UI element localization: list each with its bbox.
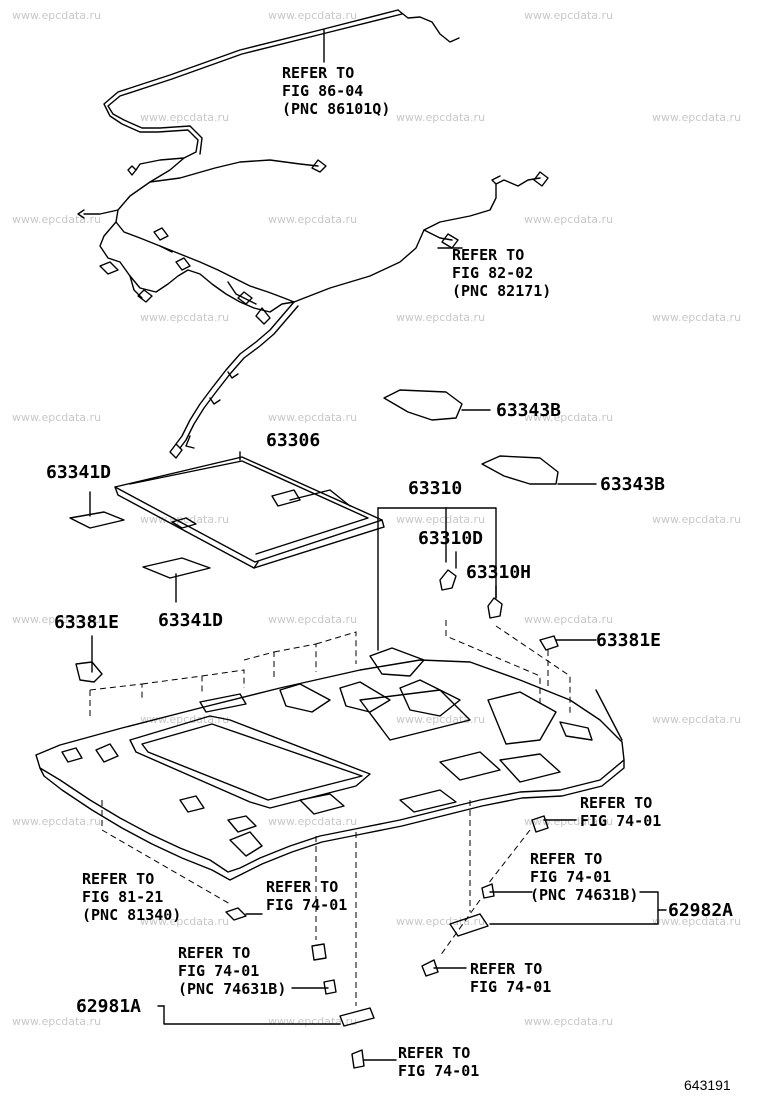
pad-63343b-upper [383,389,463,421]
clip-left-74631b [323,979,337,995]
part-label-62981a: 62981A [76,996,142,1017]
callout-refer-82-02: REFER TO FIG 82-02 (PNC 82171) [452,246,552,300]
watermark: www.epcdata.ru [396,111,486,124]
callout-refer-86-04: REFER TO FIG 86-04 (PNC 86101Q) [282,64,391,118]
part-label-63310h: 63310H [466,562,532,583]
screw-bottom [351,1049,365,1069]
part-label-63381e-left: 63381E [54,612,120,633]
clip-left-upper [311,943,327,961]
watermark: www.epcdata.ru [268,613,358,626]
part-label-63343b-upper: 63343B [496,400,562,421]
part-label-62982a: 62982A [668,900,734,921]
clip-right-74631b [481,883,495,899]
watermark: www.epcdata.ru [140,915,230,928]
sunroof-shade-assembly [114,456,385,569]
watermark: www.epcdata.ru [396,915,486,928]
clip-right-upper [531,815,549,833]
watermark: www.epcdata.ru [268,9,358,22]
watermark: www.epcdata.ru [12,815,102,828]
watermark: www.epcdata.ru [396,513,486,526]
callout-refer-74-01-pnc-left: REFER TO FIG 74-01 (PNC 74631B) [178,944,287,998]
callout-refer-74-01-mid: REFER TO FIG 74-01 [266,878,348,914]
watermark: www.epcdata.ru [524,815,614,828]
watermark: www.epcdata.ru [12,613,102,626]
watermark: www.epcdata.ru [12,9,102,22]
watermark: www.epcdata.ru [524,213,614,226]
callout-refer-74-01-top-right: REFER TO FIG 74-01 [580,794,662,830]
callout-refer-81-21: REFER TO FIG 81-21 (PNC 81340) [82,870,182,924]
screw-right-lower [421,959,439,977]
connector-81340 [225,907,247,921]
watermark: www.epcdata.ru [268,815,358,828]
watermark: www.epcdata.ru [524,613,614,626]
clip-63381e-right [539,635,559,651]
part-label-63343b-lower: 63343B [600,474,666,495]
callout-refer-74-01-pnc-right: REFER TO FIG 74-01 (PNC 74631B) [530,850,639,904]
sunvisor-holder-62981a [339,1007,375,1027]
part-label-63341d-left: 63341D [46,462,112,483]
part-label-63306: 63306 [266,430,321,451]
sunvisor-holder-62982a [449,913,489,937]
figure-number: 643191 [684,1077,731,1093]
watermark: www.epcdata.ru [524,1015,614,1028]
watermark: www.epcdata.ru [652,915,742,928]
watermark: www.epcdata.ru [268,411,358,424]
watermark: www.epcdata.ru [12,411,102,424]
watermark: www.epcdata.ru [140,713,230,726]
pad-63343b-lower [481,455,559,485]
callout-refer-74-01-bottom: REFER TO FIG 74-01 [398,1044,480,1080]
watermark: www.epcdata.ru [140,111,230,124]
watermark: www.epcdata.ru [268,1015,358,1028]
part-label-63310d: 63310D [418,528,484,549]
part-label-63310: 63310 [408,478,463,499]
pad-63341d-bottom [142,557,211,579]
watermark: www.epcdata.ru [652,311,742,324]
roof-wire-harness [77,9,549,459]
watermark: www.epcdata.ru [652,513,742,526]
part-label-63341d-bottom: 63341D [158,610,224,631]
headliner-panel [35,647,625,881]
watermark: www.epcdata.ru [268,213,358,226]
clip-63381e-left [75,661,103,683]
watermark: www.epcdata.ru [140,513,230,526]
watermark: www.epcdata.ru [524,411,614,424]
watermark: www.epcdata.ru [140,311,230,324]
watermark: www.epcdata.ru [652,111,742,124]
watermark: www.epcdata.ru [396,713,486,726]
clip-63310d [439,569,457,591]
callout-refer-74-01-lower-right: REFER TO FIG 74-01 [470,960,552,996]
watermark: www.epcdata.ru [524,9,614,22]
watermark: www.epcdata.ru [12,1015,102,1028]
watermark: www.epcdata.ru [652,713,742,726]
part-label-63381e-right: 63381E [596,630,662,651]
clip-63310h [487,597,503,619]
watermark: www.epcdata.ru [396,311,486,324]
pad-63341d-left [69,511,125,529]
watermark: www.epcdata.ru [12,213,102,226]
